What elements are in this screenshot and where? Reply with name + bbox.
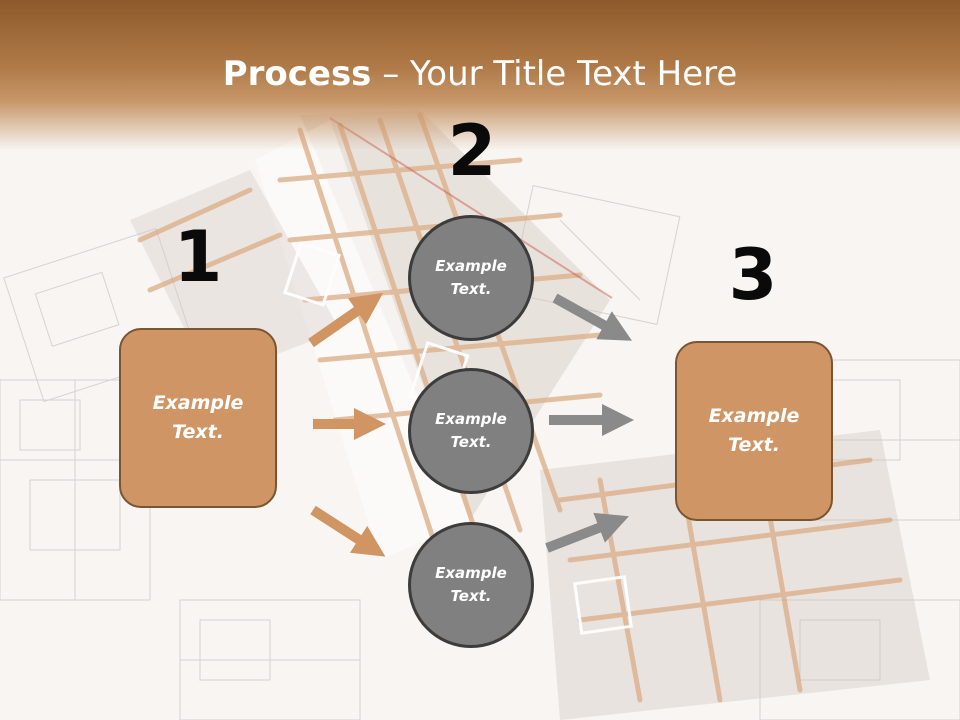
arrow-circle-bottom-to-box3 [545, 512, 629, 553]
title-bold: Process [222, 54, 372, 94]
step-number-2: 2 [447, 110, 497, 192]
circle-bottom-text: Example Text. [435, 564, 507, 605]
circle-middle-text: Example Text. [435, 410, 507, 451]
step-3-box-text: Example Text. [708, 405, 800, 456]
step-1-box-text: Example Text. [152, 392, 244, 443]
step-2-circle-bottom: Example Text. [408, 522, 534, 648]
header-band [0, 0, 960, 150]
slide-title: Process – Your Title Text Here [0, 52, 960, 96]
arrow-box1-to-circle-bottom [310, 505, 386, 557]
title-rest: – Your Title Text Here [371, 54, 738, 94]
arrow-box1-to-circle-top [308, 292, 384, 348]
step-2-circle-middle: Example Text. [408, 368, 534, 494]
step-number-1: 1 [173, 216, 223, 298]
step-number-3: 3 [728, 234, 778, 316]
circle-top-text: Example Text. [435, 257, 507, 298]
step-2-circle-top: Example Text. [408, 215, 534, 341]
step-3-box: Example Text. [675, 341, 833, 521]
arrow-circle-top-to-box3 [552, 293, 632, 341]
step-1-box: Example Text. [119, 328, 277, 508]
